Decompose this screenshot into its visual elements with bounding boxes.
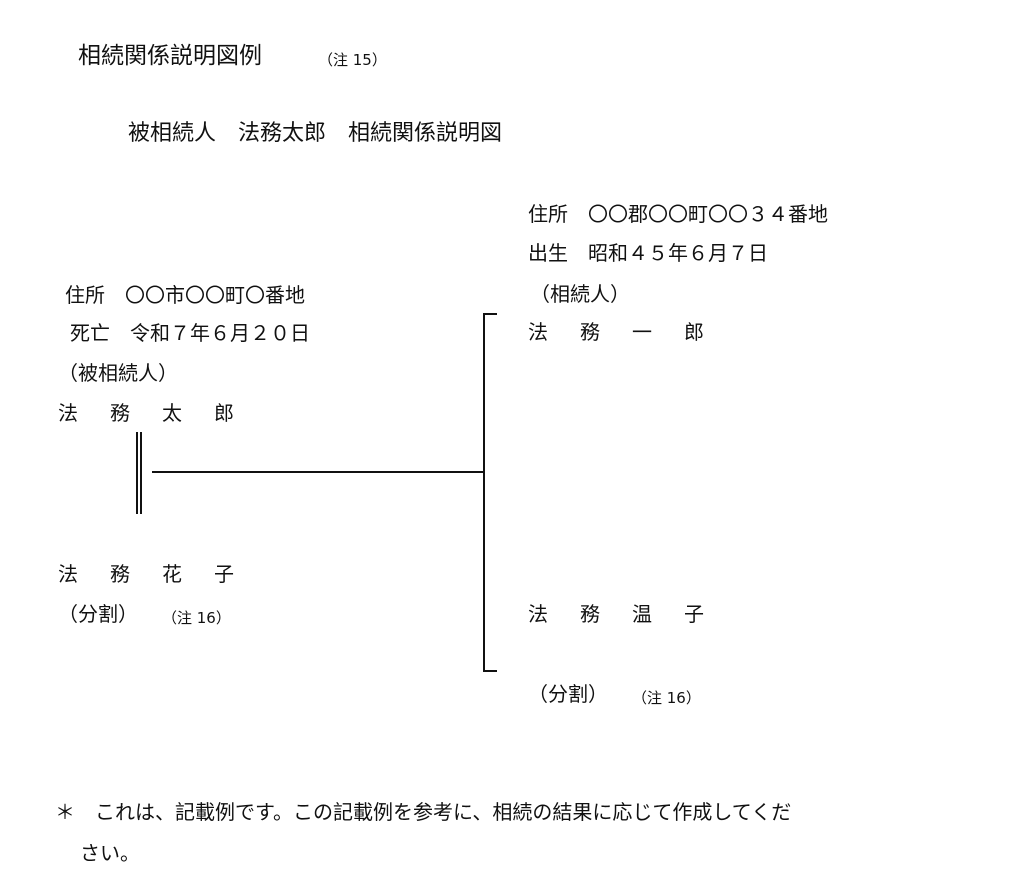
heir1-address: 住所 〇〇郡〇〇町〇〇３４番地 (528, 202, 828, 226)
decedent-death-date: 死亡 令和７年６月２０日 (70, 321, 310, 345)
marriage-line-right (140, 432, 142, 514)
decedent-name: 法 務 太 郎 (58, 401, 240, 425)
document-title: 相続関係説明図例 (78, 43, 262, 69)
spouse-note-ref: （注 16） (162, 609, 231, 627)
heir2-note-ref: （注 16） (632, 689, 701, 707)
heir1-role: （相続人） (530, 282, 630, 306)
children-bracket-bottom (483, 670, 497, 672)
spouse-name: 法 務 花 子 (58, 562, 240, 586)
decedent-address: 住所 〇〇市〇〇町〇番地 (65, 283, 305, 307)
diagram-subtitle: 被相続人 法務太郎 相続関係説明図 (128, 121, 503, 146)
footnote-line-2: さい。 (80, 841, 140, 865)
footnote-line-1: ＊ これは、記載例です。この記載例を参考に、相続の結果に応じて作成してくだ (55, 800, 792, 824)
heir1-birth-date: 出生 昭和４５年６月７日 (528, 241, 768, 265)
spouse-note: （分割） (58, 602, 138, 626)
children-bracket-vertical (483, 313, 485, 672)
heir1-name: 法 務 一 郎 (528, 320, 710, 344)
title-note: （注 15） (318, 51, 387, 69)
heir2-note: （分割） (528, 682, 608, 706)
marriage-line-left (136, 432, 138, 514)
heir2-name: 法 務 温 子 (528, 602, 710, 626)
decedent-role: （被相続人） (58, 361, 178, 385)
child-connector-line (152, 471, 485, 473)
children-bracket-top (483, 313, 497, 315)
